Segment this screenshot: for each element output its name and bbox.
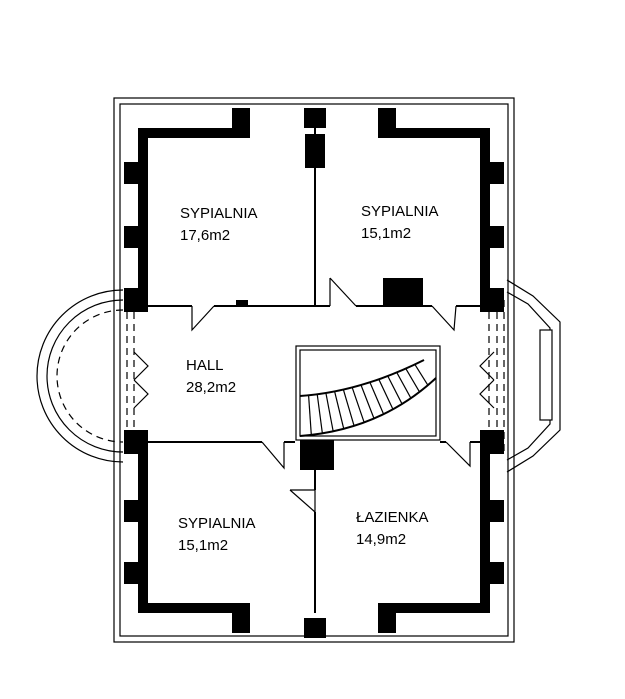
room-label-bedroom-1-area: 17,6m2 <box>180 227 230 244</box>
room-label-hall-area: 28,2m2 <box>186 379 236 396</box>
stair-tread <box>307 395 312 435</box>
room-label-bedroom-1-name: SYPIALNIA <box>180 205 258 222</box>
doors <box>133 277 495 513</box>
stair-tread <box>360 384 375 419</box>
staircase <box>295 345 441 470</box>
exterior-walls <box>124 108 504 638</box>
room-label-bedroom-2-name: SYPIALNIA <box>361 203 439 220</box>
stair-tread <box>396 372 412 399</box>
room-label-bathroom-name: ŁAZIENKA <box>356 509 429 526</box>
stair-tread <box>414 364 429 386</box>
interior-walls <box>148 128 480 613</box>
stair-tread <box>334 391 345 429</box>
room-label-bedroom-3-area: 15,1m2 <box>178 537 228 554</box>
room-label-hall-name: HALL <box>186 357 224 374</box>
stair-tread <box>351 387 365 423</box>
room-label-bedroom-2-area: 15,1m2 <box>361 225 411 242</box>
stair-tread <box>378 379 394 410</box>
room-labels: SYPIALNIA 17,6m2 SYPIALNIA 15,1m2 HALL 2… <box>178 203 439 554</box>
stair-tread <box>316 394 323 434</box>
stair-tread <box>369 382 385 415</box>
stair-tread <box>387 375 403 405</box>
stair-tread <box>325 392 334 432</box>
stair-tread <box>342 389 355 427</box>
left-bay <box>36 289 135 463</box>
right-bay <box>488 279 561 473</box>
stair-tread <box>405 368 421 393</box>
room-label-bedroom-3-name: SYPIALNIA <box>178 515 256 532</box>
room-label-bathroom-area: 14,9m2 <box>356 531 406 548</box>
